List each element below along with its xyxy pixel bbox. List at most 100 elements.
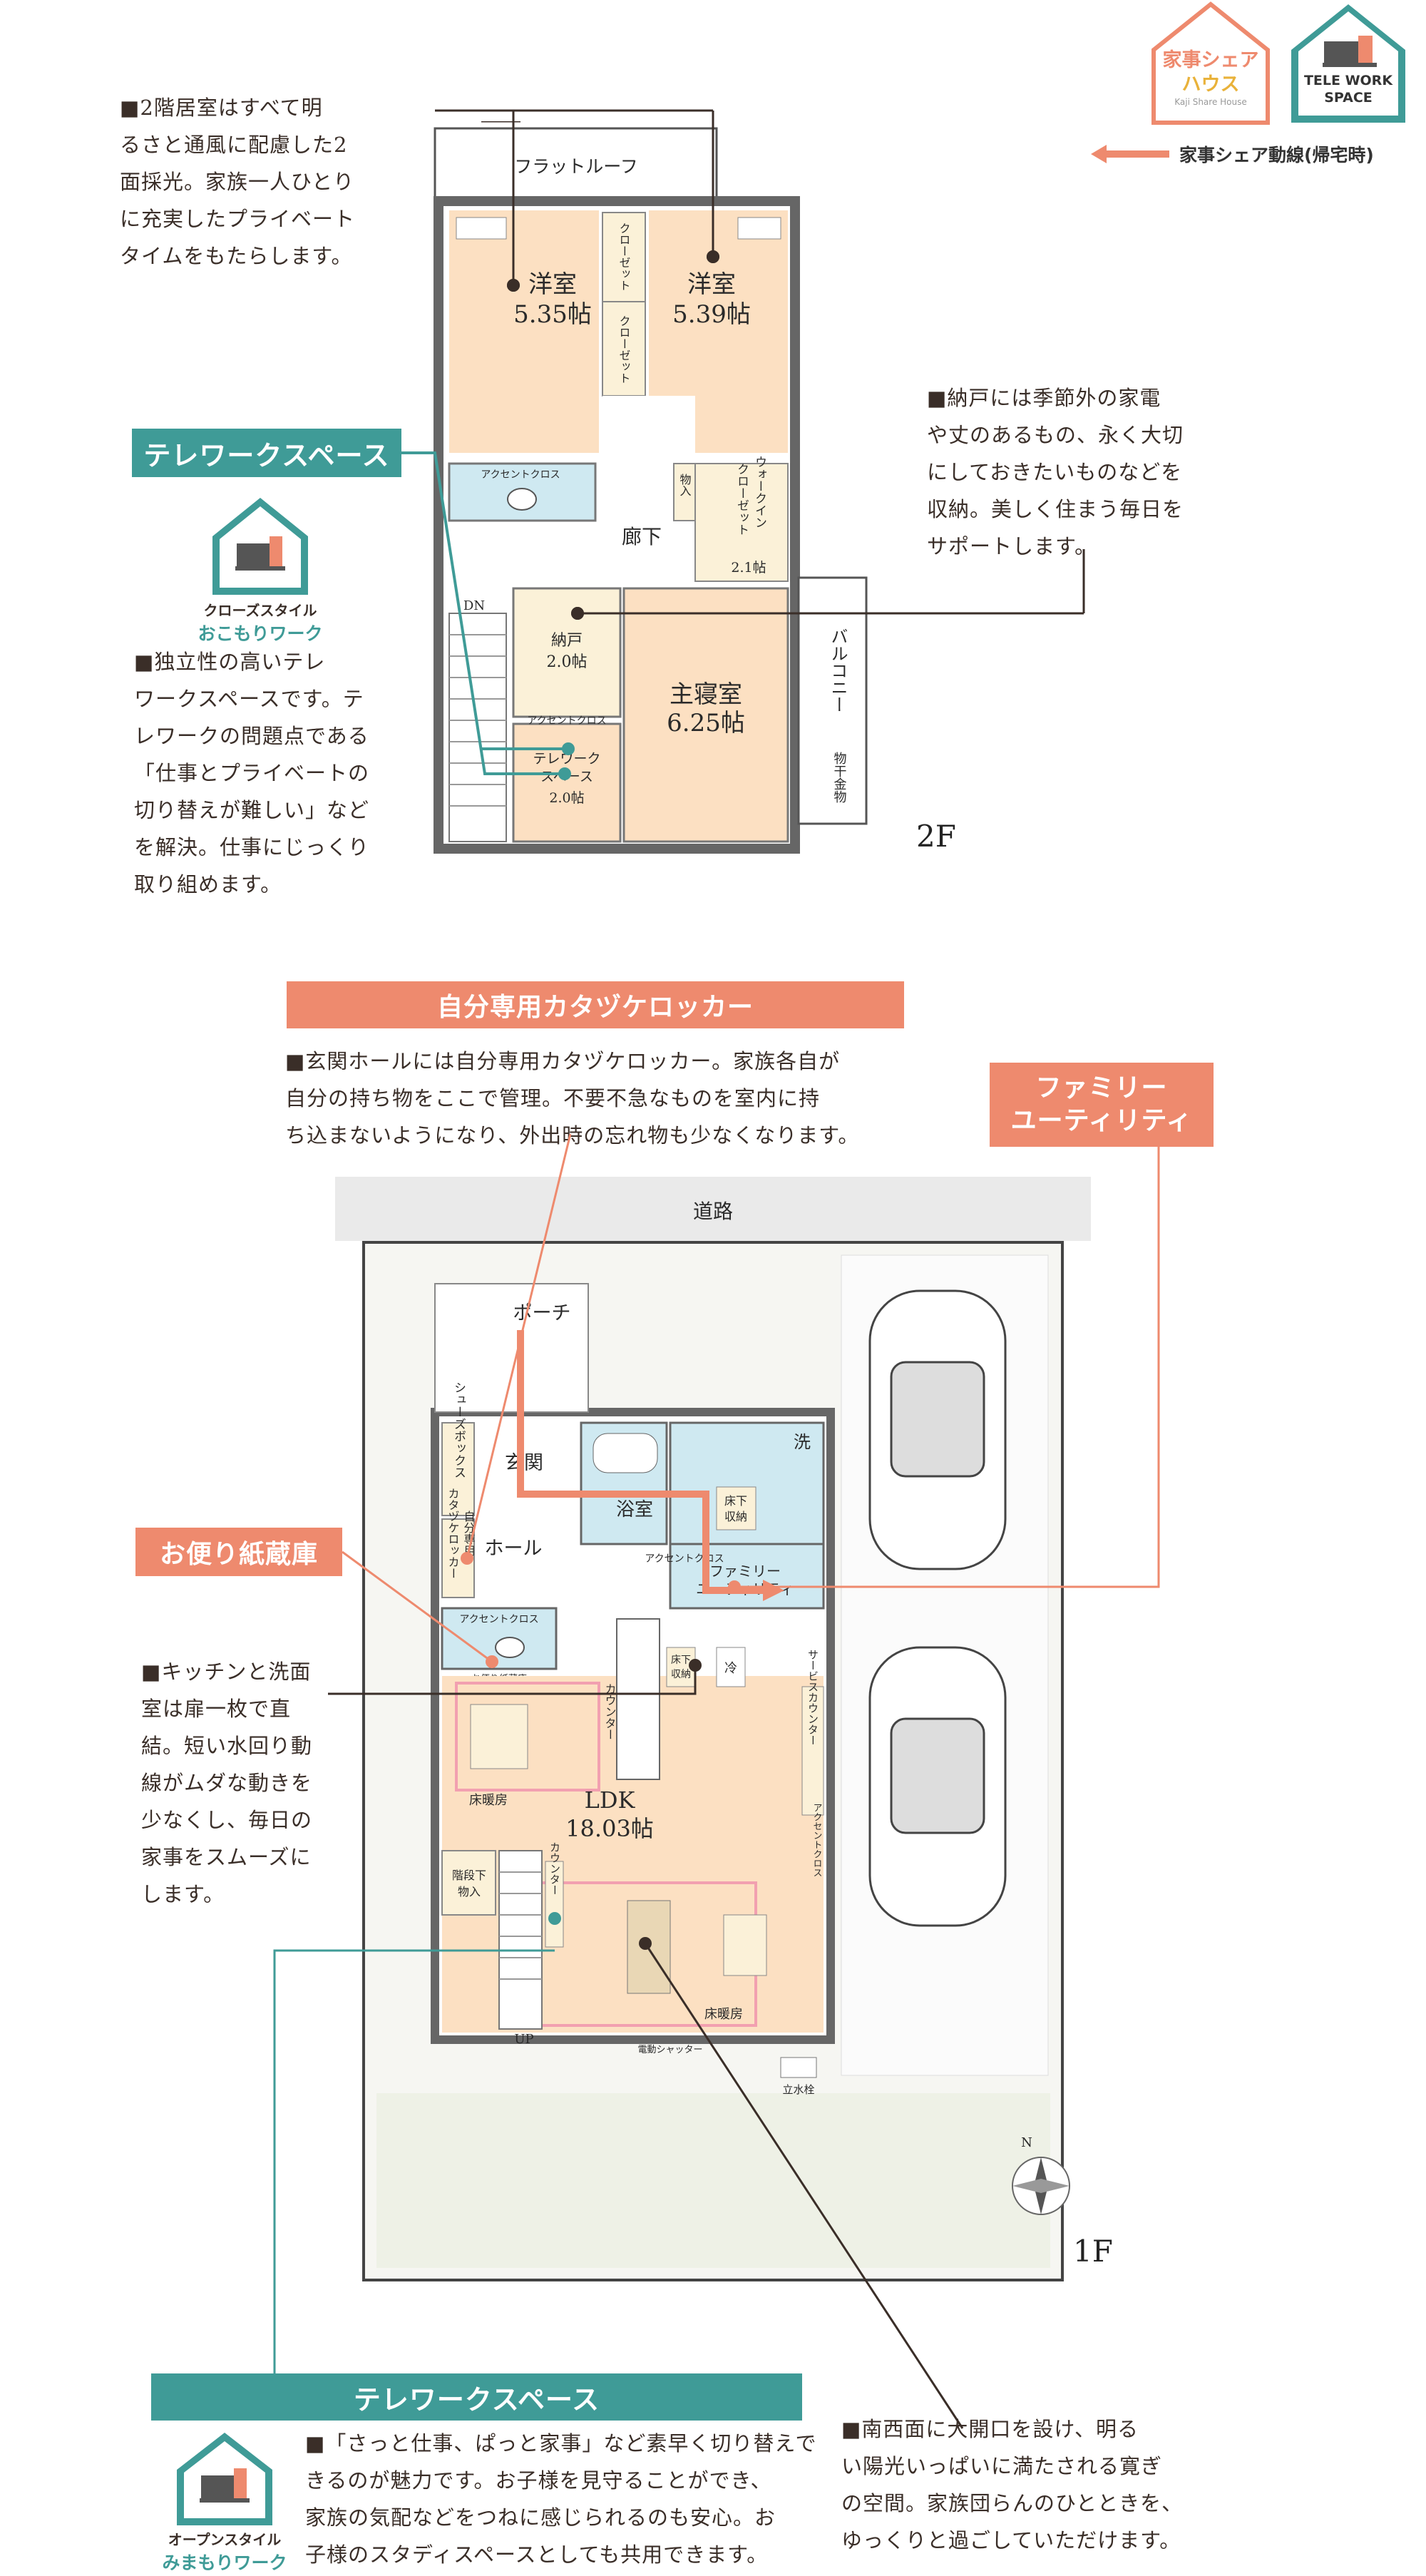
up-label: UP: [514, 2032, 533, 2047]
open-style-label: オープンスタイル: [168, 2531, 282, 2548]
walkin-label-1: ウォークイン: [752, 456, 766, 528]
accent-cloth-ldk: アクセントクロス: [811, 1803, 823, 1877]
telework-1f-bar: テレワークスペース: [151, 2373, 802, 2421]
telework-badge-line1: TELE WORK: [1303, 73, 1393, 88]
locker-label-1: 自分専用: [462, 1511, 476, 1557]
floor-storage-2a: 床下: [671, 1655, 691, 1666]
master-size: 6.25帖: [667, 709, 745, 737]
stairs-1f: [498, 1850, 543, 2030]
heated-floor-label-2: 床暖房: [704, 2007, 743, 2022]
floor-storage-2b: 収納: [671, 1669, 691, 1680]
room-w1: [449, 210, 599, 453]
under-stairs-label-1: 階段下: [452, 1869, 486, 1882]
service-counter-label: サービスカウンター: [806, 1650, 819, 1746]
wash-label: 洗: [794, 1432, 811, 1452]
note-telework-private: ■独立性の高いテレ ワークスペースです。テ レワークの問題点である 「仕事とプラ…: [134, 650, 370, 896]
closed-style-label: クローズスタイル: [203, 602, 317, 619]
floor-storage-1: [716, 1486, 756, 1530]
kaji-share-house-badge: 家事シェア ハウス Kaji Share House: [1149, 0, 1272, 127]
kaji-share-english: Kaji Share House: [1174, 97, 1247, 107]
telework-2f-bar: テレワークスペース: [132, 429, 401, 477]
service-counter: [801, 1686, 824, 1816]
desk-icon: [1324, 41, 1358, 63]
arrow-left-icon: [1091, 145, 1169, 163]
letter-storage-bar: お便り紙蔵庫: [135, 1528, 342, 1576]
hall-label: ホール: [485, 1538, 543, 1560]
road-label: 道路: [693, 1200, 733, 1223]
fridge-label: 冷: [724, 1661, 737, 1676]
faucet: [780, 2057, 817, 2078]
walkin-label-2: クローゼット: [734, 463, 749, 536]
shutter-label: 電動シャッター: [637, 2045, 702, 2055]
fridge: [716, 1647, 746, 1687]
master-label: 主寝室: [670, 680, 742, 709]
room-w2-size: 5.39帖: [672, 300, 751, 329]
floor-label-2f: 2F: [916, 819, 956, 854]
nando-size: 2.0帖: [547, 653, 588, 671]
locker-bar: 自分専用カタヅケロッカー: [287, 981, 904, 1028]
faucet-label: 立水栓: [782, 2083, 814, 2096]
note-kitchen: ■キッチンと洗面 室は扉一枚で直 結。短い水回り動 線がムダな動きを 少なくし、…: [141, 1660, 313, 1906]
telework-badge-line2: SPACE: [1324, 90, 1373, 106]
family-label: ファミリー: [709, 1563, 781, 1580]
floor-storage-1a: 床下: [724, 1494, 747, 1508]
counter-label-1f: カウンター: [548, 1842, 561, 1896]
note-locker: ■玄関ホールには自分専用カタヅケロッカー。家族各自が 自分の持ち物をここで管理。…: [285, 1049, 860, 1148]
shoebox-label: シューズボックス: [451, 1381, 466, 1478]
walkin-size: 2.1帖: [731, 560, 766, 576]
closet-label-1: クローゼット: [617, 223, 631, 291]
room-w2-label: 洋室: [687, 270, 736, 299]
flat-roof-label: フラットルーフ: [514, 156, 638, 177]
floor-plan-2f: フラットルーフ クローゼット クローゼット 廊下 アクセントクロス 物入 ウォー…: [434, 121, 941, 854]
family-utility-bar: ファミリー ユーティリティ: [990, 1063, 1214, 1147]
dn-label: DN: [463, 598, 485, 613]
accent-cloth-label-2f-wc: アクセントクロス: [481, 469, 560, 481]
master-bedroom: [622, 587, 789, 843]
nando-label: 納戸: [551, 632, 583, 650]
room-w1-label: 洋室: [528, 270, 577, 299]
lawn: [376, 2093, 1050, 2268]
floor-storage-1b: 収納: [724, 1510, 747, 1523]
room-w1-size: 5.35帖: [513, 300, 592, 329]
open-style-icon: オープンスタイル みまもりワーク: [135, 2428, 314, 2575]
walkin-closet: [694, 463, 789, 582]
under-stairs-storage: [441, 1850, 496, 1916]
storage-small: [673, 463, 696, 521]
note-telework-open: ■「さっと仕事、ぱっと家事」など素早く切り替えで きるのが魅力です。お子様を見守…: [305, 2431, 817, 2567]
telework-space-badge: TELE WORK SPACE: [1287, 0, 1410, 127]
family-utility-line1: ファミリー: [1035, 1073, 1168, 1103]
kaji-share-title: 家事シェア: [1162, 49, 1259, 71]
floor-label-1f: 1F: [1073, 2234, 1113, 2269]
open-style-house-icon: [177, 2433, 272, 2525]
closet-label-2: クローゼット: [617, 315, 631, 384]
closed-style-house-icon: [212, 498, 308, 595]
tele-size: 2.0帖: [549, 790, 584, 806]
north-label: N: [1021, 2135, 1032, 2150]
floor-plan-1f: 道路 ポーチ 玄関 シューズボックス 自分専用 カタヅケロッカー ホール 浴室 …: [335, 1177, 1091, 2281]
counter-label-k: カウンター: [603, 1683, 617, 1740]
family-utility-line2: ユーティリティ: [1010, 1106, 1193, 1135]
accent-cloth-label-2f-tele: アクセントクロス: [527, 715, 606, 727]
closed-style-sublabel: おこもりワーク: [198, 623, 323, 644]
ldk-label: LDK: [585, 1787, 636, 1814]
note-ldk: ■南西面に大開口を設け、明る い陽光いっぱいに満たされる寛ぎ の空間。家族団らん…: [841, 2417, 1184, 2552]
kitchen-counter: [616, 1618, 660, 1780]
route-legend-text: 家事シェア動線(帰宅時): [1179, 145, 1374, 165]
heated-floor-label-1: 床暖房: [469, 1793, 508, 1808]
closed-style-icon: クローズスタイル おこもりワーク: [178, 492, 342, 645]
note-storage-nando: ■納戸には季節外の家電 や丈のあるもの、永く大切 にしておきたいものなどを 収納…: [927, 386, 1184, 558]
compass-icon: [1012, 2157, 1070, 2215]
route-legend: 家事シェア動線(帰宅時): [1091, 140, 1419, 168]
locker-label-2: カタヅケロッカー: [446, 1488, 460, 1579]
drying-label: 物干金物: [832, 752, 847, 803]
under-stairs-label-2: 物入: [458, 1885, 481, 1898]
nando-room: [512, 587, 622, 718]
tele-label-2: スペース: [540, 769, 593, 784]
counter-1f: [545, 1861, 564, 1948]
accent-cloth-wc-1f: アクセントクロス: [459, 1614, 538, 1625]
porch-label: ポーチ: [513, 1302, 571, 1324]
kaji-share-subtitle: ハウス: [1181, 73, 1240, 96]
ldk-size: 18.03帖: [565, 1815, 654, 1842]
open-style-sublabel: みまもりワーク: [162, 2552, 287, 2573]
balcony-label: バルコニー: [828, 628, 848, 713]
